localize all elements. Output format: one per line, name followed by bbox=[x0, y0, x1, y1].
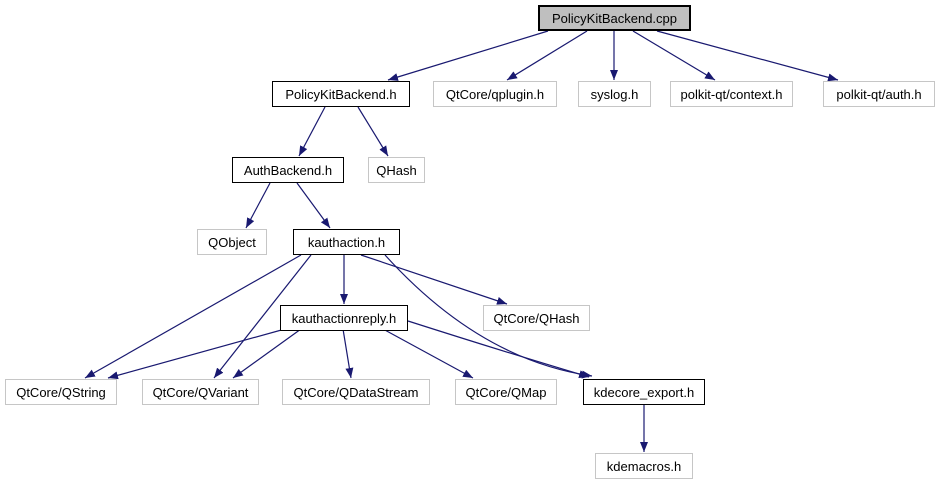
node-label: AuthBackend.h bbox=[243, 162, 333, 178]
node-policykitbackend-cpp: PolicyKitBackend.cpp bbox=[538, 5, 691, 31]
node-qobject: QObject bbox=[197, 229, 267, 255]
node-label: QtCore/QHash bbox=[493, 310, 580, 326]
edge-kauthaction-h--qtcore-qvariant bbox=[213, 254, 312, 379]
node-label: QtCore/QMap bbox=[465, 384, 547, 400]
node-label: QtCore/qplugin.h bbox=[445, 86, 545, 102]
node-kauthactionreply-h[interactable]: kauthactionreply.h bbox=[280, 305, 408, 331]
edge-policykitbackend-cpp--qtcore-qplugin-h bbox=[506, 30, 588, 81]
edge-kauthactionreply-h--kdecore-export-h bbox=[407, 320, 590, 378]
node-label: QtCore/QVariant bbox=[152, 384, 249, 400]
edge-kauthactionreply-h--qtcore-qstring bbox=[107, 328, 286, 380]
node-polkit-qt-auth-h: polkit-qt/auth.h bbox=[823, 81, 935, 107]
edge-policykitbackend-h--qhash bbox=[357, 106, 389, 157]
node-label: kauthaction.h bbox=[307, 234, 386, 250]
node-kauthaction-h[interactable]: kauthaction.h bbox=[293, 229, 400, 255]
edge-kauthactionreply-h--qtcore-qmap bbox=[382, 328, 474, 379]
node-label: syslog.h bbox=[590, 86, 639, 102]
node-label: polkit-qt/context.h bbox=[680, 86, 783, 102]
node-qtcore-qdatastream: QtCore/QDataStream bbox=[282, 379, 430, 405]
node-label: PolicyKitBackend.cpp bbox=[551, 10, 677, 26]
edge-authbackend-h--kauthaction-h bbox=[296, 182, 331, 229]
node-label: QObject bbox=[208, 234, 256, 250]
node-label: kdemacros.h bbox=[606, 458, 682, 474]
node-kdemacros-h: kdemacros.h bbox=[595, 453, 693, 479]
node-syslog-h: syslog.h bbox=[578, 81, 651, 107]
node-label: kdecore_export.h bbox=[593, 384, 695, 400]
node-label: polkit-qt/auth.h bbox=[836, 86, 922, 102]
edge-kauthactionreply-h--qtcore-qdatastream bbox=[342, 328, 354, 379]
node-qtcore-qstring: QtCore/QString bbox=[5, 379, 117, 405]
node-qtcore-qvariant: QtCore/QVariant bbox=[142, 379, 259, 405]
edge-kauthactionreply-h--qtcore-qvariant bbox=[232, 328, 302, 379]
node-qtcore-qhash: QtCore/QHash bbox=[483, 305, 590, 331]
edge-kauthaction-h--qtcore-qhash bbox=[360, 254, 508, 305]
edge-kauthaction-h--qtcore-qstring bbox=[84, 254, 302, 379]
node-polkit-qt-context-h: polkit-qt/context.h bbox=[670, 81, 793, 107]
node-label: QHash bbox=[376, 162, 417, 178]
edge-authbackend-h--qobject bbox=[245, 182, 271, 229]
node-policykitbackend-h[interactable]: PolicyKitBackend.h bbox=[272, 81, 410, 107]
node-qtcore-qmap: QtCore/QMap bbox=[455, 379, 557, 405]
edge-policykitbackend-cpp--polkit-qt-context-h bbox=[632, 30, 716, 81]
node-label: kauthactionreply.h bbox=[291, 310, 397, 326]
edge-policykitbackend-h--authbackend-h bbox=[298, 106, 326, 157]
edge-kauthaction-h--kdecore-export-h bbox=[384, 254, 593, 379]
edge-policykitbackend-cpp--policykitbackend-h bbox=[387, 30, 549, 81]
edge-policykitbackend-cpp--polkit-qt-auth-h bbox=[656, 30, 839, 82]
node-label: QtCore/QString bbox=[16, 384, 106, 400]
node-label: QtCore/QDataStream bbox=[293, 384, 419, 400]
node-kdecore-export-h[interactable]: kdecore_export.h bbox=[583, 379, 705, 405]
node-authbackend-h[interactable]: AuthBackend.h bbox=[232, 157, 344, 183]
node-qtcore-qplugin-h: QtCore/qplugin.h bbox=[433, 81, 557, 107]
node-label: PolicyKitBackend.h bbox=[285, 86, 397, 102]
node-qhash: QHash bbox=[368, 157, 425, 183]
